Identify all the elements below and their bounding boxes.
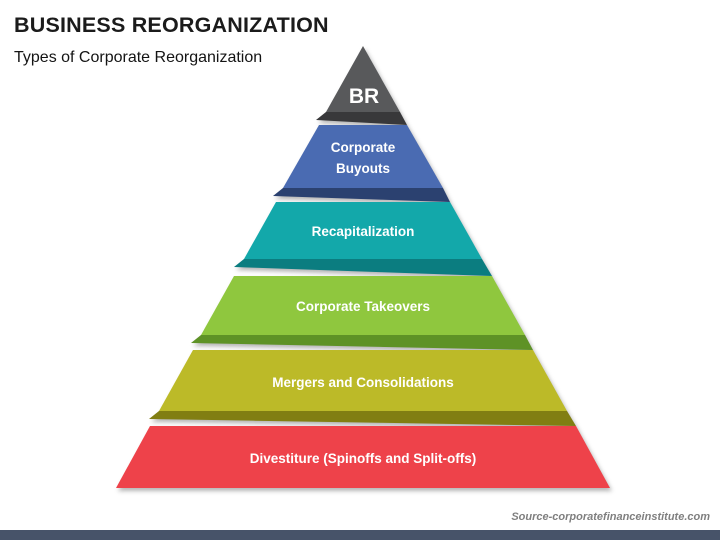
pyramid-level-recapitalization: Recapitalization (234, 202, 492, 276)
corporate-takeovers-label: Corporate Takeovers (296, 299, 430, 314)
mergers-consolidations-shape (159, 350, 567, 411)
source-attribution: Source-corporatefinanceinstitute.com (511, 511, 710, 523)
corporate-buyouts-fold-shape (273, 188, 450, 202)
divestiture-shape (116, 426, 610, 488)
corporate-takeovers-shape (201, 276, 525, 335)
divestiture-label: Divestiture (Spinoffs and Split-offs) (250, 451, 477, 466)
page-subtitle: Types of Corporate Reorganization (14, 49, 263, 66)
pyramid-level-divestiture: Divestiture (Spinoffs and Split-offs) (116, 426, 610, 488)
corporate-buyouts-shape (283, 125, 443, 188)
br-label: BR (349, 85, 379, 108)
recapitalization-label: Recapitalization (312, 224, 415, 239)
corporate-buyouts-label-line2: Buyouts (336, 161, 390, 176)
footer-bar (0, 530, 720, 540)
page-title: BUSINESS REORGANIZATION (14, 13, 329, 37)
pyramid-level-mergers-consolidations: Mergers and Consolidations (149, 350, 576, 426)
mergers-consolidations-label: Mergers and Consolidations (272, 375, 454, 390)
corporate-buyouts-label-line1: Corporate (331, 140, 396, 155)
pyramid-level-corporate-takeovers: Corporate Takeovers (191, 276, 533, 350)
pyramid-level-corporate-buyouts: Corporate Buyouts (273, 125, 450, 202)
br-fold-shape (316, 112, 407, 125)
recapitalization-shape (244, 202, 482, 259)
mergers-consolidations-fold-shape (149, 411, 576, 426)
br-triangle-shape (326, 46, 400, 112)
pyramid-level-br: BR (316, 46, 407, 125)
recapitalization-fold-shape (234, 259, 492, 276)
corporate-takeovers-fold-shape (191, 335, 533, 350)
